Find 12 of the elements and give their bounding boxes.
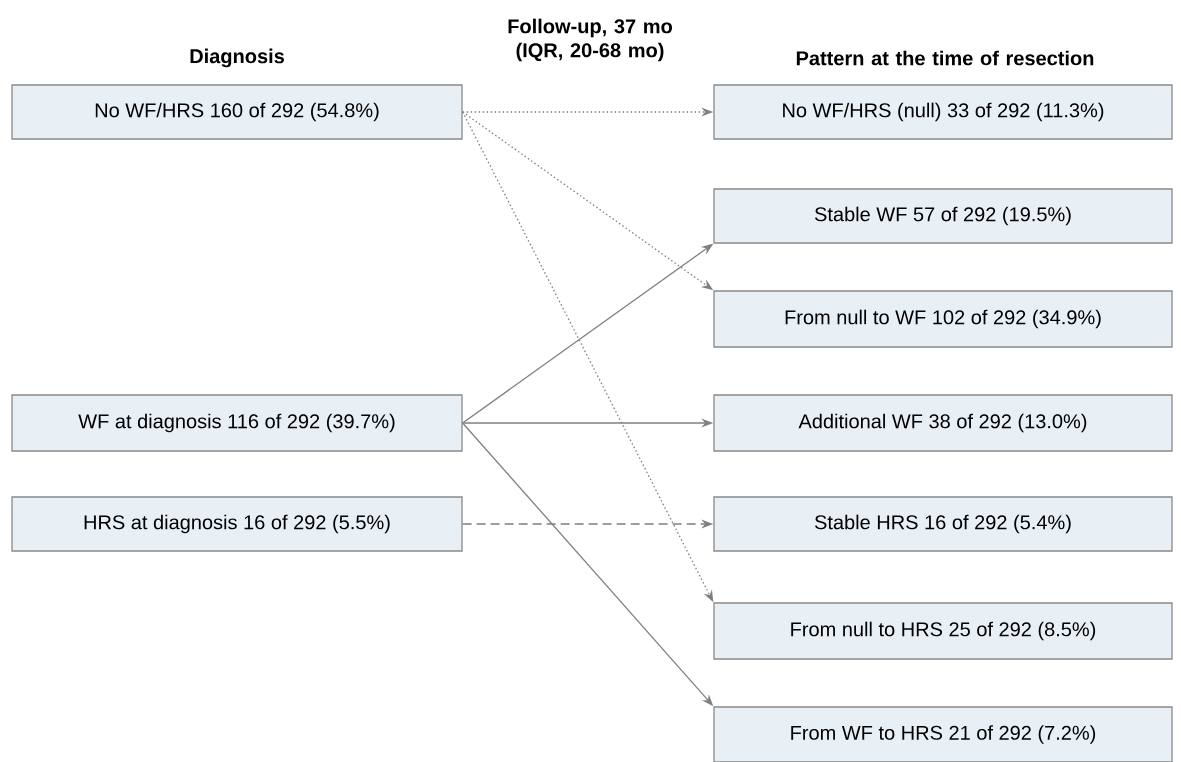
state-box: No WF/HRS 160 of 292 (54.8%) <box>11 84 463 140</box>
column-header: Follow-up, 37 mo (IQR, 20-68 mo) <box>508 18 672 62</box>
state-box: Stable WF 57 of 292 (19.5%) <box>713 188 1173 244</box>
state-box: No WF/HRS (null) 33 of 292 (11.3%) <box>713 84 1173 140</box>
state-box: From null to HRS 25 of 292 (8.5%) <box>713 602 1173 660</box>
state-box: From null to WF 102 of 292 (34.9%) <box>713 290 1173 348</box>
state-box: WF at diagnosis 116 of 292 (39.7%) <box>11 394 463 452</box>
state-box: Stable HRS 16 of 292 (5.4%) <box>713 496 1173 552</box>
state-box: From WF to HRS 21 of 292 (7.2%) <box>713 706 1173 762</box>
state-box: Additional WF 38 of 292 (13.0%) <box>713 394 1173 452</box>
column-header: Pattern at the time of resection <box>796 50 1094 66</box>
state-box: HRS at diagnosis 16 of 292 (5.5%) <box>11 496 463 552</box>
